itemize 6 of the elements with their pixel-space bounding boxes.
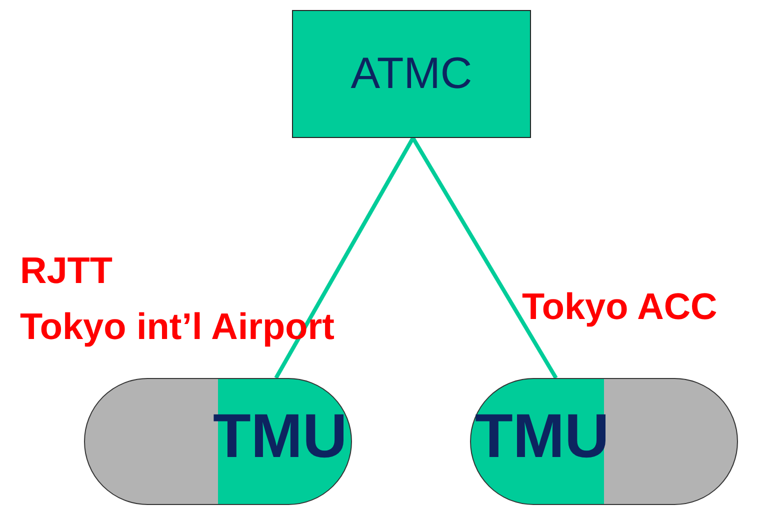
location-label: Tokyo ACC	[522, 286, 718, 328]
box-label: ATMC	[350, 49, 472, 99]
connector-line	[274, 137, 415, 379]
connector-line	[411, 136, 558, 380]
process-box	[292, 10, 531, 138]
location-label: RJTT	[20, 250, 112, 292]
